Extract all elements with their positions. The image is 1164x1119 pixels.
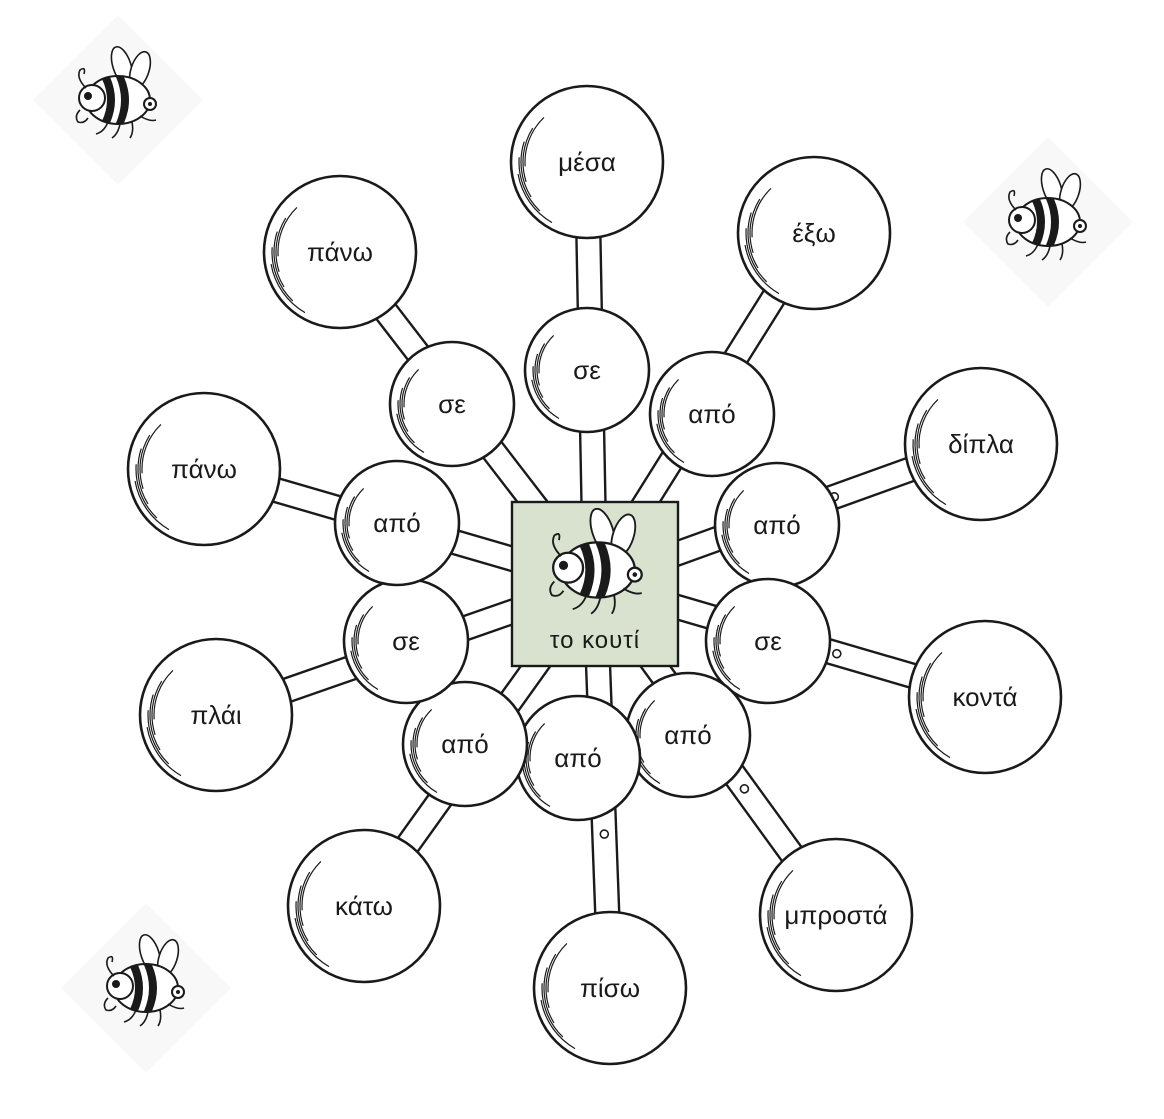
outer-ball-label: κοντά <box>952 682 1017 712</box>
outer-ball-label: μέσα <box>558 147 616 177</box>
inner-ball-label: από <box>554 743 601 773</box>
inner-ball-label: σε <box>573 355 601 385</box>
inner-ball: σε <box>344 579 468 703</box>
outer-ball: κοντά <box>909 621 1061 773</box>
inner-ball: από <box>715 463 839 587</box>
inner-ball: από <box>335 461 459 585</box>
outer-ball-label: πάνω <box>307 237 373 267</box>
inner-ball-label: σε <box>392 626 420 656</box>
inner-ball: από <box>516 696 640 820</box>
outer-ball-label: μπροστά <box>784 900 887 930</box>
inner-ball-label: από <box>441 729 488 759</box>
center-label: το κουτί <box>550 627 640 654</box>
outer-ball-label: πλάι <box>190 700 242 730</box>
outer-ball: έξω <box>738 157 890 309</box>
outer-ball: κάτω <box>288 830 440 982</box>
outer-ball: πλάι <box>140 639 292 791</box>
bee-icon <box>963 137 1133 307</box>
inner-ball: από <box>626 673 750 797</box>
outer-ball-label: έξω <box>792 218 836 248</box>
inner-ball-label: από <box>753 510 800 540</box>
center-box: το κουτί <box>512 502 678 666</box>
inner-ball-label: από <box>373 508 420 538</box>
inner-ball-label: σε <box>754 626 782 656</box>
inner-ball: σε <box>390 342 514 466</box>
outer-ball: δίπλα <box>905 368 1057 520</box>
outer-ball: μέσα <box>511 86 663 238</box>
outer-ball: μπροστά <box>760 839 912 991</box>
inner-ball-label: από <box>664 720 711 750</box>
inner-ball-label: από <box>688 399 735 429</box>
bee-icon <box>61 903 231 1073</box>
inner-ball: σε <box>525 308 649 432</box>
bee-icon <box>33 15 203 185</box>
outer-ball: πάνω <box>264 176 416 328</box>
inner-ball: από <box>650 352 774 476</box>
outer-ball-label: δίπλα <box>948 429 1014 459</box>
inner-ball-label: σε <box>438 389 466 419</box>
outer-ball: πίσω <box>534 912 686 1064</box>
outer-ball-label: κάτω <box>335 891 393 921</box>
outer-ball-label: πίσω <box>580 973 640 1003</box>
outer-ball-label: πάνω <box>171 454 237 484</box>
outer-ball: πάνω <box>128 393 280 545</box>
